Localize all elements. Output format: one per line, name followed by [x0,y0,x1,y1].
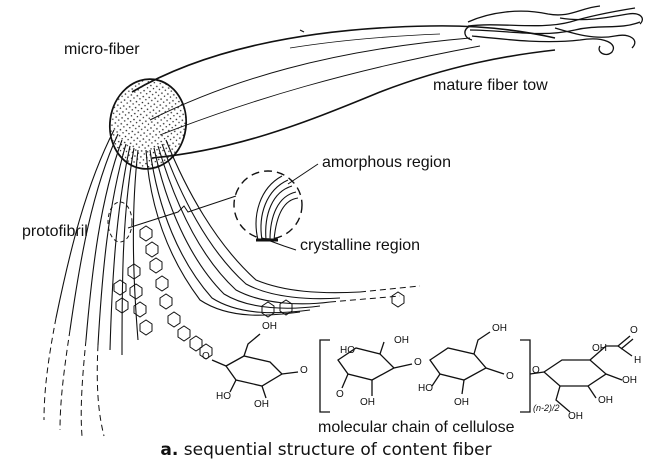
chem-o-6: O [532,366,540,376]
mature-fiber-tow [465,6,642,54]
chem-ho-3: HO [418,384,433,394]
chem-oh-10: OH [568,412,583,422]
chem-o-5: O [506,372,514,382]
figure-caption: a. sequential structure of content fiber [0,440,652,460]
chem-h-aldehyde: H [634,356,641,366]
chem-oh-9: OH [598,396,613,406]
mature-fiber-tow-label: mature fiber tow [433,78,548,94]
chem-o-4: O [414,358,422,368]
chem-o-aldehyde: O [630,326,638,336]
protofibril-label: protofibril [22,224,88,240]
chem-oh-4: OH [360,398,375,408]
cellulose-chain [212,332,633,412]
chem-ho-2: HO [340,346,355,356]
chem-o-3: O [336,390,344,400]
caption-text: sequential structure of content fiber [184,440,492,460]
amorphous-region-label: amorphous region [322,155,451,171]
fiber-structure-diagram [0,0,652,440]
chem-oh-8: OH [622,376,637,386]
chem-oh-7: OH [592,344,607,354]
caption-prefix: a. [160,440,178,460]
fiber-cross-section [104,74,192,174]
chem-o-1: O [202,352,210,362]
chem-oh-1: OH [262,322,277,332]
chem-o-2: O [300,366,308,376]
chem-oh-5: OH [492,324,507,334]
repeat-subscript: (n-2)/2 [533,404,560,413]
chem-oh-6: OH [454,398,469,408]
micro-fiber-label: micro-fiber [64,42,140,58]
chem-oh-3: OH [394,336,409,346]
crystalline-region-label: crystalline region [300,238,420,254]
chem-oh-2: OH [254,400,269,410]
chem-ho-1: HO [216,392,231,402]
molecular-chain-label: molecular chain of cellulose [318,420,515,436]
